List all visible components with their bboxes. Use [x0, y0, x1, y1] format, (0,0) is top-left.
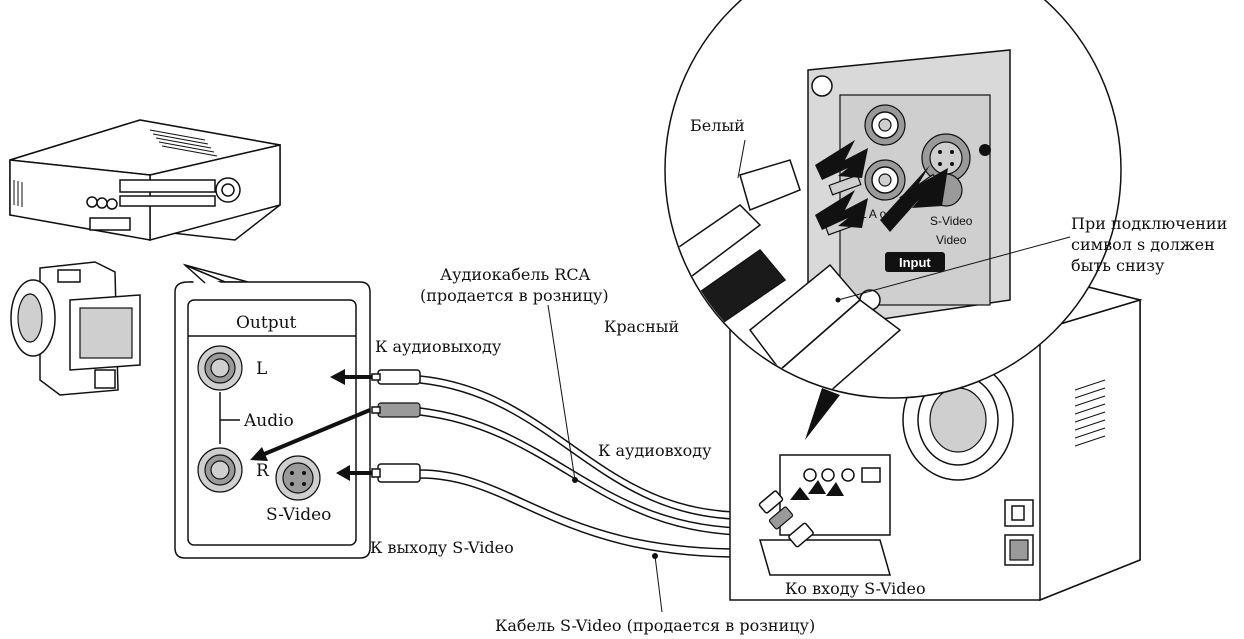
label-red: Красный [604, 317, 679, 336]
label-to-svideo-out: К выходу S-Video [370, 538, 514, 557]
label-to-audio-in: К аудиовходу [598, 441, 712, 460]
output-panel-title: Output [236, 313, 297, 333]
note-line-1: При подключении [1071, 214, 1227, 233]
note-line-2: символ s должен [1071, 235, 1215, 254]
output-r-label: R [256, 461, 270, 481]
mag-svideo-label: S-Video [930, 214, 973, 228]
mag-video-label: Video [936, 233, 967, 247]
label-rca-cable: Аудиокабель RCA [440, 265, 591, 284]
output-panel-callout: Output L Audio R S-Video [175, 265, 370, 558]
label-to-audio-out: К аудиовыходу [375, 337, 502, 356]
output-svideo-label: S-Video [266, 505, 331, 525]
vcr-device [10, 120, 280, 240]
output-audio-label: Audio [243, 411, 294, 431]
label-rca-cable-note: (продается в розницу) [420, 286, 609, 305]
note-line-3: быть снизу [1071, 256, 1165, 275]
label-white: Белый [690, 116, 745, 135]
label-svideo-cable: Кабель S-Video (продается в розницу) [495, 616, 815, 635]
output-l-label: L [256, 359, 267, 379]
label-to-svideo-in: Ко входу S-Video [785, 579, 926, 598]
mag-input-label: Input [899, 255, 931, 270]
camcorder-device [11, 262, 140, 395]
